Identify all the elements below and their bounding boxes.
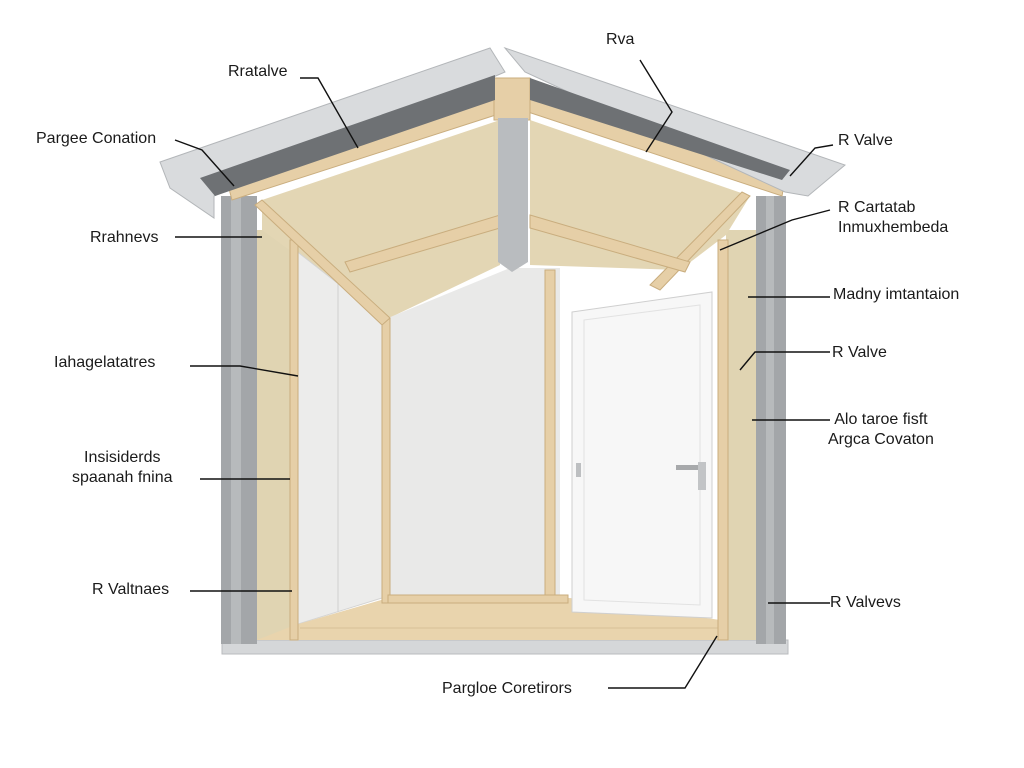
door [571, 291, 713, 619]
back-wall [388, 268, 560, 598]
floor-plate [387, 594, 569, 604]
back-right-stud [544, 269, 556, 601]
collar-left [254, 199, 391, 326]
label-purge-conation: Pargee Conation [36, 130, 157, 147]
label-r-valve-mid: R Valve [832, 344, 887, 361]
label-bottom: Pargloe Coretirors [442, 680, 572, 697]
left-wall-insulation [257, 230, 293, 640]
ridge-beam [493, 77, 531, 121]
base-slab [221, 639, 789, 655]
label-r-cartatab-line2: Inmuxhembeda [838, 219, 949, 236]
back-left-stud [381, 317, 391, 604]
left-stud [289, 239, 299, 641]
label-r-cartatab-line1: R Cartatab [838, 199, 916, 216]
right-wall-insulation [726, 230, 756, 640]
label-madny: Madny imtantaion [833, 286, 960, 303]
label-insisiderds-line2: spaanah fnina [72, 469, 173, 486]
label-top: Rva [606, 31, 635, 48]
left-ceiling-insulation [262, 120, 500, 320]
label-r-valtnaes: R Valtnaes [92, 581, 170, 598]
label-rrahnevs: Rrahnevs [90, 229, 159, 246]
label-alo-taroe: Alo taroe fisft Argca Covaton [828, 410, 934, 450]
ridge-board [498, 118, 528, 272]
label-haiagelatatres: Iahagelatatres [54, 354, 156, 371]
label-r-cartatab: R Cartatab Inmuxhembeda [838, 198, 948, 238]
door-handle [676, 465, 704, 470]
label-alo-taroe-line1: Alo taroe fisft [834, 411, 928, 428]
leader-lines [174, 59, 834, 689]
label-top-left: Rratalve [228, 63, 288, 80]
label-alo-taroe-line2: Argca Covaton [828, 431, 934, 448]
label-r-valve-right: R Valve [838, 132, 893, 149]
right-stud [717, 239, 729, 641]
roof-right [503, 46, 846, 197]
label-r-valvevs: R Valvevs [830, 594, 901, 611]
label-insisiderds-line1: Insisiderds [84, 449, 161, 466]
label-insisiderds: Insisiderds spaanah fnina [72, 448, 173, 488]
